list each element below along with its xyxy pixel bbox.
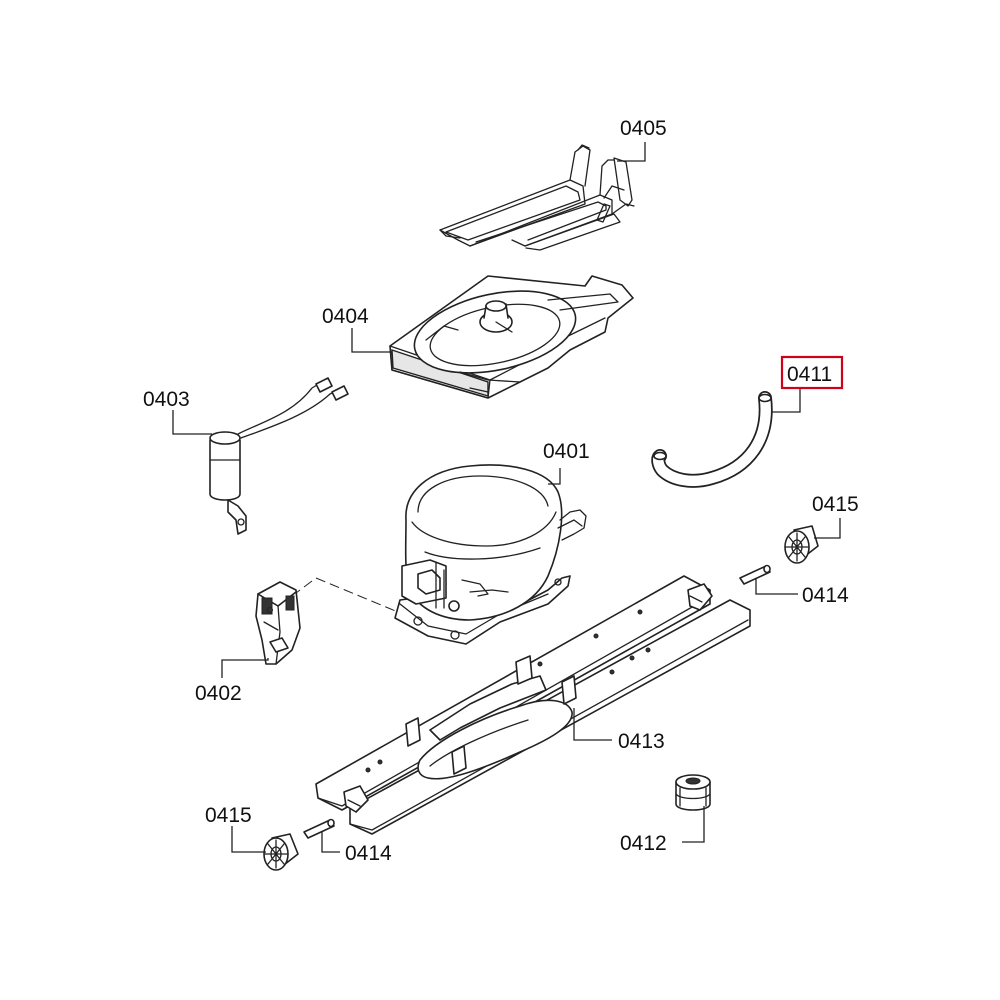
leader-0402 bbox=[221, 658, 269, 678]
leader-0413 bbox=[573, 708, 612, 741]
label-0414-lower[interactable]: 0414 bbox=[345, 842, 392, 865]
leader-0414-upper bbox=[755, 578, 798, 595]
label-0413[interactable]: 0413 bbox=[618, 730, 665, 753]
leader-0404 bbox=[351, 328, 392, 353]
leader-0415-lower bbox=[231, 826, 266, 853]
part-0415-roller-upper[interactable] bbox=[784, 525, 819, 564]
label-0401[interactable]: 0401 bbox=[543, 440, 590, 463]
part-0412-grommet[interactable] bbox=[675, 774, 711, 811]
leader-0412 bbox=[682, 806, 705, 843]
part-0403-capacitor[interactable] bbox=[209, 377, 349, 535]
leader-0415-upper bbox=[814, 518, 841, 539]
leader-0405 bbox=[617, 142, 646, 162]
leader-0411 bbox=[772, 388, 801, 413]
label-0415-lower[interactable]: 0415 bbox=[205, 804, 252, 827]
part-0405-wire-loop[interactable] bbox=[439, 144, 635, 251]
label-0405[interactable]: 0405 bbox=[620, 117, 667, 140]
part-0402-start-relay[interactable] bbox=[255, 581, 301, 665]
part-0414-pin-upper[interactable] bbox=[739, 564, 771, 585]
leader-0403 bbox=[172, 410, 212, 435]
label-0404[interactable]: 0404 bbox=[322, 305, 369, 328]
label-0403[interactable]: 0403 bbox=[143, 388, 190, 411]
label-0415-upper[interactable]: 0415 bbox=[812, 493, 859, 516]
part-0404-drip-tray[interactable] bbox=[389, 275, 634, 399]
part-0415-roller-lower[interactable] bbox=[263, 833, 299, 871]
part-0411-hose[interactable] bbox=[651, 391, 773, 488]
label-0402[interactable]: 0402 bbox=[195, 682, 242, 705]
label-0411[interactable]: 0411 bbox=[787, 363, 832, 386]
part-0401-compressor[interactable] bbox=[394, 464, 587, 645]
leader-0414-lower bbox=[321, 832, 340, 853]
label-0414-upper[interactable]: 0414 bbox=[802, 584, 849, 607]
label-0412[interactable]: 0412 bbox=[620, 832, 667, 855]
highlight-box-0411 bbox=[780, 355, 844, 390]
leader-0401 bbox=[548, 468, 561, 485]
part-0414-pin-lower[interactable] bbox=[303, 818, 335, 839]
connection-dashed-line bbox=[291, 577, 399, 613]
part-0413-base-rails[interactable] bbox=[315, 575, 751, 835]
